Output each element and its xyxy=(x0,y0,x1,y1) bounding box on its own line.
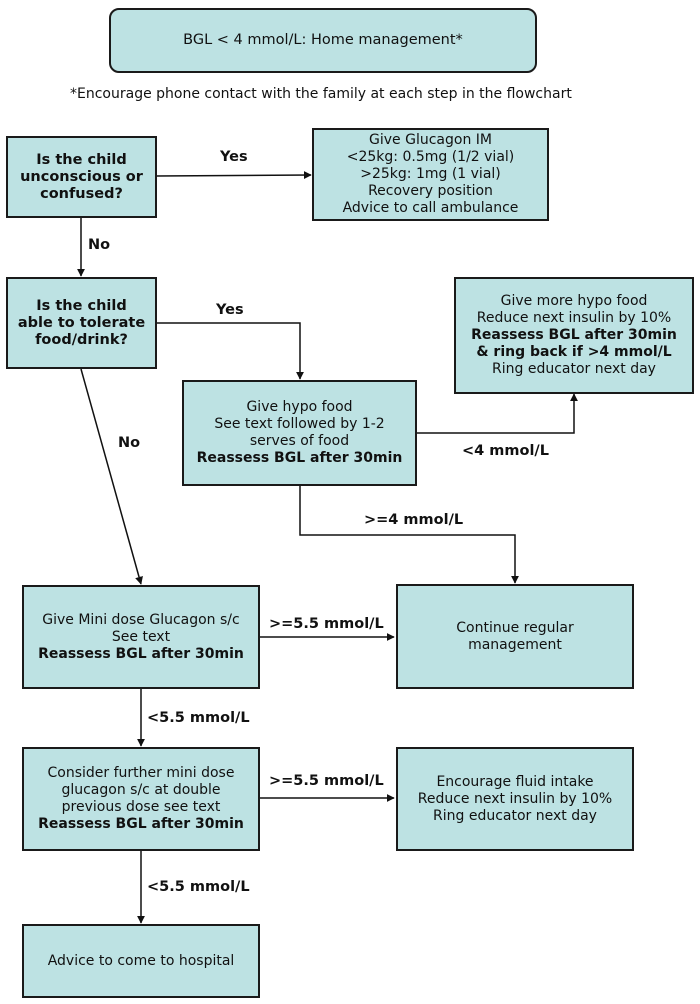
label-mini-lt55: <5.5 mmol/L xyxy=(147,710,250,726)
question-tolerate-food: Is the child able to tolerate food/drink… xyxy=(6,277,157,369)
label-further-ge55: >=5.5 mmol/L xyxy=(269,773,384,789)
edge-q2-no xyxy=(80,368,143,585)
box-come-to-hospital: Advice to come to hospital xyxy=(22,924,260,998)
box-mini-dose-glucagon: Give Mini dose Glucagon s/c See text Rea… xyxy=(22,585,260,689)
label-q2-yes: Yes xyxy=(216,302,244,318)
label-further-lt55: <5.5 mmol/L xyxy=(147,879,250,895)
box-further-mini-dose: Consider further mini dose glucagon s/c … xyxy=(22,747,260,851)
label-hypo-lt4: <4 mmol/L xyxy=(462,443,549,459)
note-text: *Encourage phone contact with the family… xyxy=(70,86,572,102)
edge-q2-yes xyxy=(156,322,304,380)
label-hypo-ge4: >=4 mmol/L xyxy=(364,512,464,528)
title-text: BGL < 4 mmol/L: Home management* xyxy=(183,32,463,48)
box-continue-management: Continue regular management xyxy=(396,584,634,689)
title-box: BGL < 4 mmol/L: Home management* xyxy=(109,8,537,73)
box-more-hypo-food: Give more hypo food Reduce next insulin … xyxy=(454,277,694,394)
edge-q1-yes xyxy=(155,171,312,180)
label-mini-ge55: >=5.5 mmol/L xyxy=(269,616,384,632)
label-q1-yes: Yes xyxy=(220,149,248,165)
box-give-glucagon-im: Give Glucagon IM <25kg: 0.5mg (1/2 vial)… xyxy=(312,128,549,221)
edge-hypo-lt4 xyxy=(417,393,578,434)
label-q2-no: No xyxy=(118,435,141,451)
box-give-hypo-food: Give hypo food See text followed by 1-2 … xyxy=(182,380,417,486)
edge-hypo-ge4 xyxy=(299,485,519,584)
label-q1-no: No xyxy=(88,237,111,253)
question-unconscious: Is the child unconscious or confused? xyxy=(6,136,157,218)
box-encourage-fluid: Encourage fluid intake Reduce next insul… xyxy=(396,747,634,851)
